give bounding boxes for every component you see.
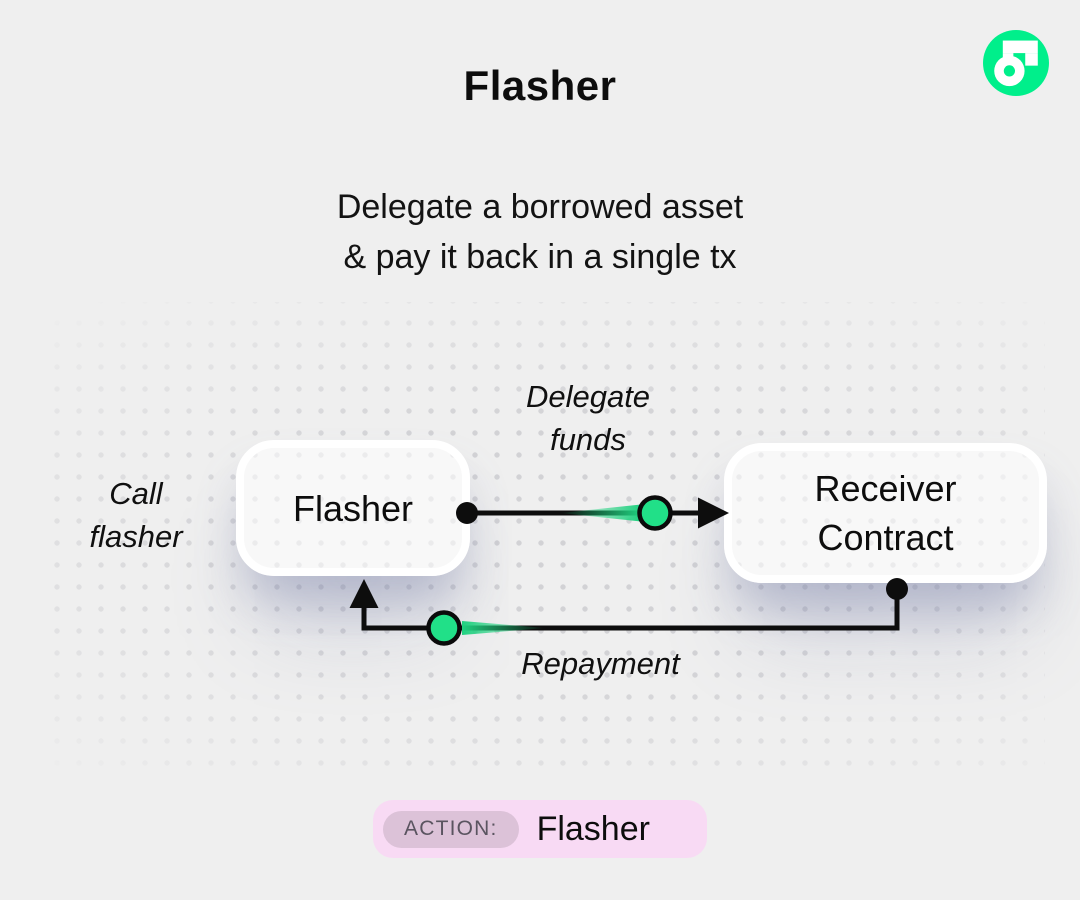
subtitle-line-2: & pay it back in a single tx	[343, 238, 737, 276]
delegate-funds-label: Delegate funds	[478, 375, 698, 461]
subtitle-line-1: Delegate a borrowed asset	[336, 188, 744, 226]
flow-logo-icon	[983, 30, 1049, 96]
action-bar: ACTION: Flasher	[373, 800, 707, 858]
flasher-node-label: Flasher	[292, 487, 414, 529]
receiver-node-line-2: Contract	[817, 517, 954, 558]
receiver-contract-node: Receiver Contract	[724, 443, 1047, 583]
flasher-node: Flasher	[236, 440, 470, 576]
action-value: Flasher	[536, 809, 650, 848]
page-title: Flasher	[463, 62, 617, 109]
repayment-label: Repayment	[521, 646, 680, 681]
delegate-label-line-1: Delegate	[525, 379, 651, 414]
call-flasher-line-1: Call	[109, 476, 163, 511]
page-subtitle: Delegate a borrowed asset & pay it back …	[0, 182, 1080, 282]
call-flasher-label: Call flasher	[36, 472, 236, 558]
delegate-label-line-2: funds	[550, 422, 626, 457]
action-badge: ACTION:	[383, 810, 519, 848]
call-flasher-line-2: flasher	[89, 519, 183, 554]
receiver-node-line-1: Receiver	[814, 468, 957, 509]
